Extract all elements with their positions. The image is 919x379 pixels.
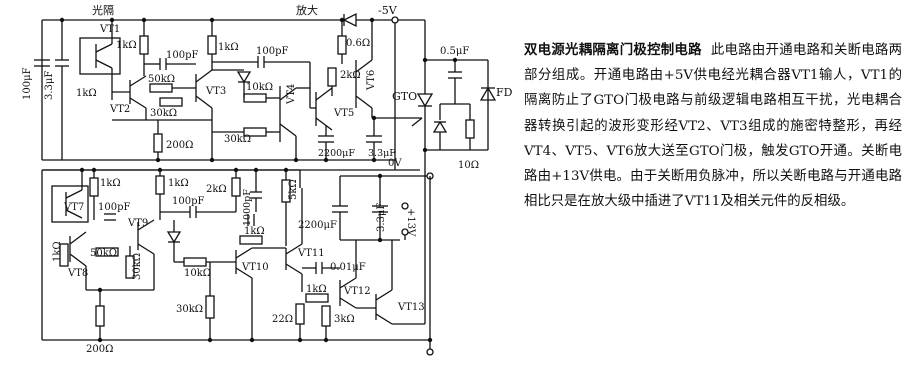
label-c100p-b: 100pF bbox=[256, 46, 288, 57]
label-r06k: 0.6Ω bbox=[346, 38, 370, 49]
label-supply-neg5: -5V bbox=[378, 4, 398, 17]
label-vt13: VT13 bbox=[397, 302, 425, 313]
label-fd: FD bbox=[496, 86, 513, 99]
label-c100u: 100μF bbox=[22, 67, 33, 100]
label-r30k-b: 30kΩ bbox=[224, 134, 251, 145]
label-r2k-a: 2kΩ bbox=[340, 70, 361, 81]
label-c100p-c: 100pF bbox=[98, 202, 130, 213]
label-supply-pos13: +13V bbox=[405, 208, 416, 237]
label-optocoupler: 光隔 bbox=[92, 3, 114, 17]
label-r1k-b: 1kΩ bbox=[218, 42, 239, 53]
label-r50k-a: 50kΩ bbox=[148, 74, 175, 85]
label-vt8: VT8 bbox=[67, 268, 88, 279]
label-c33u-b: 3.3μF bbox=[44, 71, 55, 100]
caption-title: 双电源光耦隔离门极控制电路 bbox=[524, 43, 702, 58]
label-vt3: VT3 bbox=[205, 86, 226, 97]
label-c001u: 0.01μF bbox=[330, 262, 366, 273]
label-r10: 10Ω bbox=[458, 160, 479, 171]
label-r10k-b: 10kΩ bbox=[184, 268, 211, 279]
label-r22: 22Ω bbox=[272, 314, 293, 325]
label-r200-b: 200Ω bbox=[86, 344, 113, 355]
label-r1k-c: 1kΩ bbox=[76, 88, 97, 99]
label-c100p-a: 100pF bbox=[166, 50, 198, 61]
label-r30k-a: 30kΩ bbox=[150, 108, 177, 119]
circuit-diagram: 光隔 放大 -5V 0V +13V VT1 1kΩ 100pF 1kΩ 100p… bbox=[22, 3, 513, 356]
label-c1000p: 1000pF bbox=[242, 189, 253, 226]
label-r30k-c: 30kΩ bbox=[132, 253, 143, 280]
label-c33u-c: 3.3μF bbox=[376, 203, 387, 232]
label-r200-a: 200Ω bbox=[166, 140, 193, 151]
label-c33u-a: 3.3μF bbox=[368, 148, 396, 159]
label-gto: GTO bbox=[392, 90, 417, 103]
label-supply-0v: 0V bbox=[388, 158, 402, 169]
label-r2k-b: 2kΩ bbox=[206, 184, 227, 195]
label-r10k-a: 10kΩ bbox=[246, 82, 273, 93]
label-r5k: 5kΩ bbox=[288, 179, 299, 200]
label-vt4: VT4 bbox=[286, 84, 297, 105]
label-r1k-f: 1kΩ bbox=[52, 241, 63, 262]
label-r1k-e: 1kΩ bbox=[168, 178, 189, 189]
label-r3k: 3kΩ bbox=[334, 314, 355, 325]
label-r1k-h: 1kΩ bbox=[306, 284, 327, 295]
label-vt7: VT7 bbox=[63, 202, 84, 213]
label-vt12: VT12 bbox=[343, 286, 371, 297]
label-vt2: VT2 bbox=[109, 104, 130, 115]
label-vt6: VT6 bbox=[366, 70, 377, 91]
label-c05u: 0.5μF bbox=[440, 46, 469, 57]
label-r1k-a: 1kΩ bbox=[116, 40, 137, 51]
label-r50k-b: 50kΩ bbox=[90, 248, 117, 259]
label-c2200u-b: 2200μF bbox=[298, 220, 337, 231]
label-vt5: VT5 bbox=[333, 108, 354, 119]
label-c100p-d: 100pF bbox=[172, 196, 204, 207]
caption: 双电源光耦隔离门极控制电路 此电路由开通电路和关断电路两部分组成。开通电路由+5… bbox=[524, 38, 902, 214]
label-r1k-d: 1kΩ bbox=[100, 178, 121, 189]
label-r1k-g: 1kΩ bbox=[244, 226, 265, 237]
caption-body: 此电路由开通电路和关断电路两部分组成。开通电路由+5V供电经光耦合器VT1输人，… bbox=[524, 43, 903, 210]
junctions bbox=[59, 17, 458, 343]
label-vt11: VT11 bbox=[297, 248, 325, 259]
label-r30k-d: 30kΩ bbox=[176, 304, 203, 315]
label-c2200u-a: 2200μF bbox=[318, 148, 355, 159]
label-vt1: VT1 bbox=[99, 24, 120, 35]
label-vt10: VT10 bbox=[241, 262, 269, 273]
label-vt9: VT9 bbox=[127, 218, 148, 229]
label-amplifier: 放大 bbox=[296, 3, 318, 17]
